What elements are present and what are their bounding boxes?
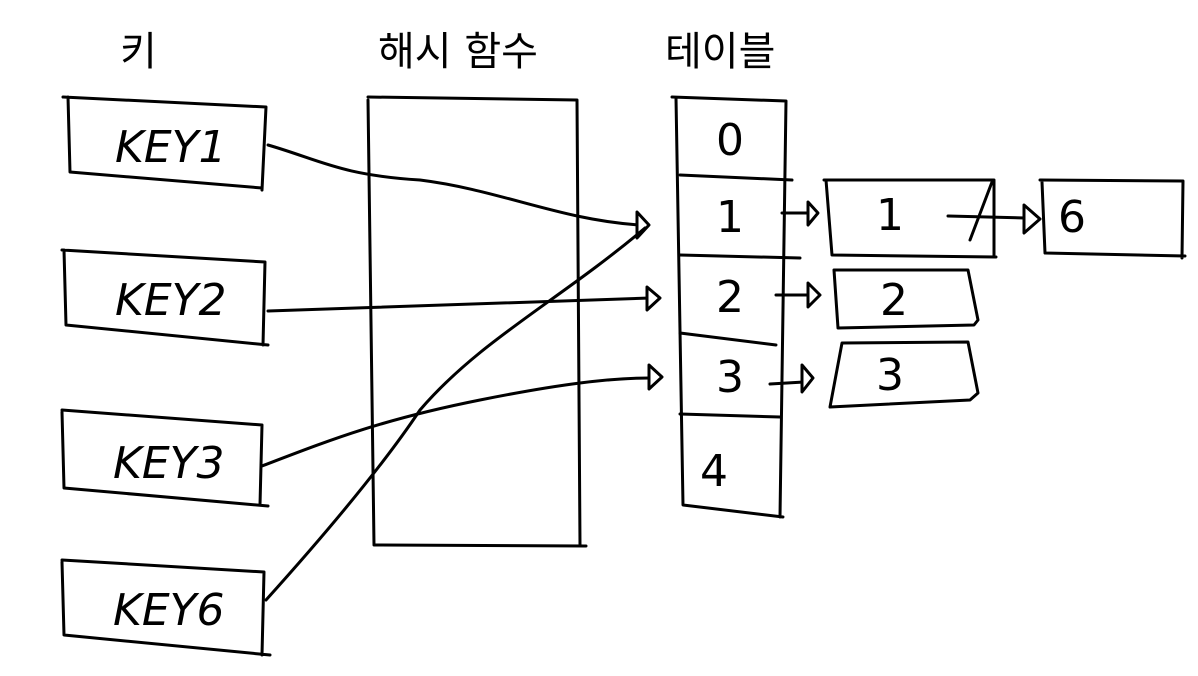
chain-bucket-2: 2 [774,268,980,330]
key-label: KEY1 [115,122,227,173]
chain-node-label: 3 [876,350,904,401]
chain-node-label: 1 [876,190,904,241]
arrowhead-icon [647,363,664,391]
chain-bucket-1: 1 6 [780,178,1187,260]
bucket-label: 1 [716,192,744,243]
arrowhead-icon [1022,203,1042,235]
hash-function-heading: 해시 함수 [378,29,538,75]
chain-node-label: 2 [880,275,908,326]
arrowhead-icon [806,281,822,309]
table-column [670,95,802,519]
table-heading: 테이블 [665,29,775,75]
arrowhead-icon [800,363,815,394]
key-box-4: KEY6 [60,558,272,657]
arrowhead-icon [806,200,820,227]
key-label: KEY3 [113,438,225,489]
mapping-arrow [266,143,642,227]
key-box-1: KEY1 [61,95,268,192]
table-bucket-labels: 0 1 2 3 4 [700,115,744,497]
mapping-arrow [264,226,647,602]
mapping-arrow [266,296,652,313]
chain-node [1038,178,1187,260]
bucket-label: 0 [716,115,744,166]
key-box-3: KEY3 [60,408,270,508]
hash-function-box [366,95,588,548]
mapping-arrow [260,376,652,468]
key-label: KEY2 [115,275,227,326]
chain-node [832,268,980,330]
arrowhead-icon [645,285,662,312]
key-to-bucket-arrows [260,143,664,602]
keys-heading: 키 [120,29,157,75]
bucket-label: 3 [716,352,744,403]
key-label: KEY6 [113,585,225,636]
chain-node [828,340,980,409]
bucket-label: 4 [700,446,728,497]
chain-node [822,178,998,259]
chain-bucket-3: 3 [768,340,980,409]
bucket-label: 2 [716,272,744,323]
key-box-2: KEY2 [60,248,270,347]
chain-node-label: 6 [1058,192,1086,243]
